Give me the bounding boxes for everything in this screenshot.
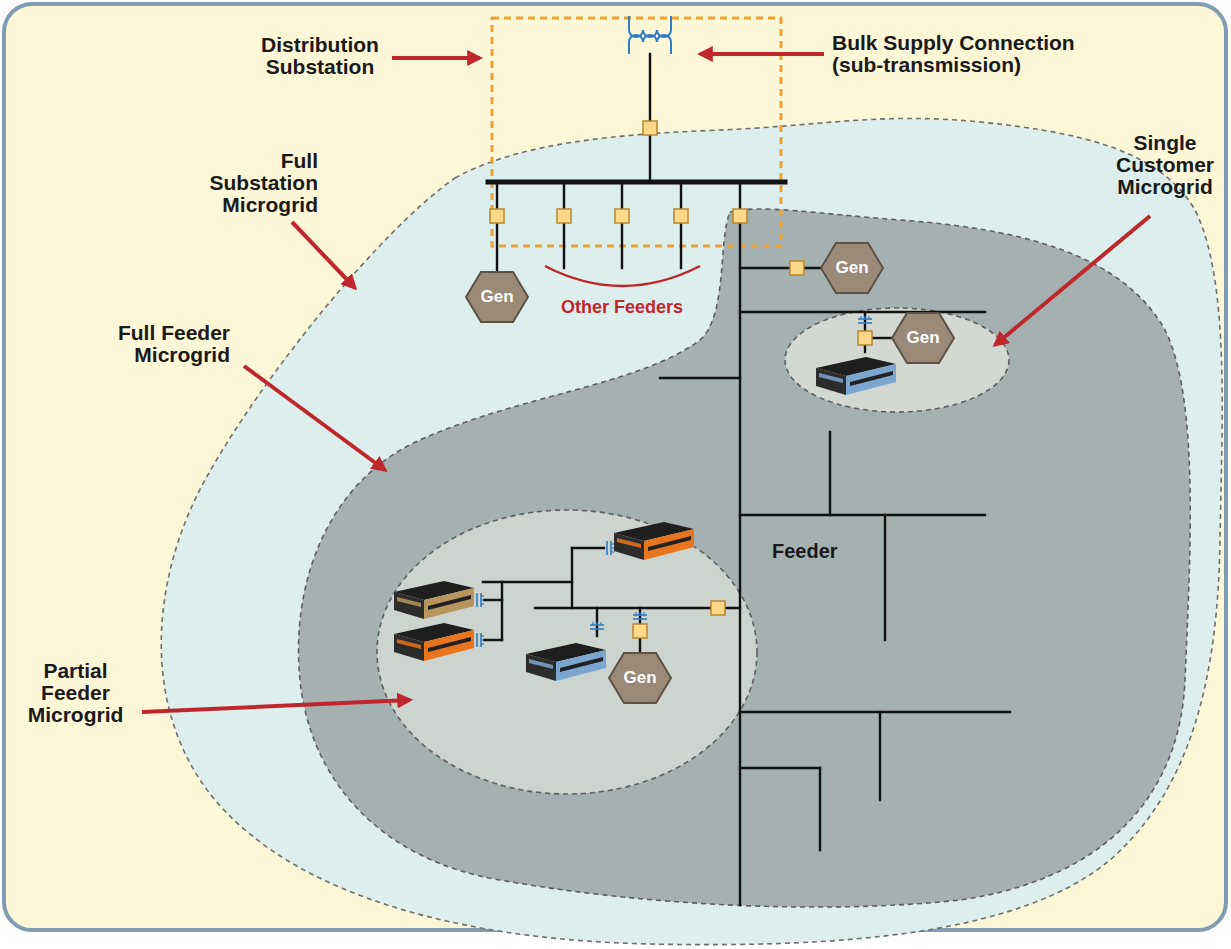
callout-label: Single Customer Microgrid: [1110, 132, 1220, 198]
capacitor-symbols: [477, 316, 872, 647]
other-feeders-bracket: [545, 266, 700, 286]
full-substation-region: [161, 118, 1222, 944]
generator-label: Gen: [623, 668, 656, 688]
building-icons: [394, 357, 896, 681]
breaker-symbols: [490, 121, 872, 638]
hexagon-shape: [609, 653, 671, 703]
generator-hexagon: Gen: [820, 242, 884, 294]
partial-feeder-region: [377, 510, 757, 794]
callout-label: Distribution Substation: [255, 34, 385, 78]
pointer-arrows: [142, 54, 1150, 712]
single-customer-region: [785, 308, 1009, 412]
hexagon-shape: [892, 313, 954, 363]
callout-label: Full Feeder Microgrid: [105, 322, 230, 366]
generator-label: Gen: [835, 258, 868, 278]
callout-label: Full Substation Microgrid: [200, 150, 318, 216]
generator-hexagon: Gen: [891, 312, 955, 364]
region-label: Feeder: [772, 540, 862, 562]
hexagon-shape: [821, 243, 883, 293]
hexagon-shape: [466, 272, 528, 322]
transformer-symbol: [629, 16, 671, 54]
generator-label: Gen: [906, 328, 939, 348]
callout-label: Partial Feeder Microgrid: [18, 660, 133, 726]
bracket-label: Other Feeders: [552, 296, 692, 318]
generator-label: Gen: [480, 287, 513, 307]
generator-hexagon: Gen: [608, 652, 672, 704]
feeder-wires: [483, 54, 1010, 905]
full-feeder-region: [299, 209, 1191, 907]
generator-hexagon: Gen: [465, 271, 529, 323]
callout-label: Bulk Supply Connection (sub-transmission…: [832, 32, 1092, 76]
